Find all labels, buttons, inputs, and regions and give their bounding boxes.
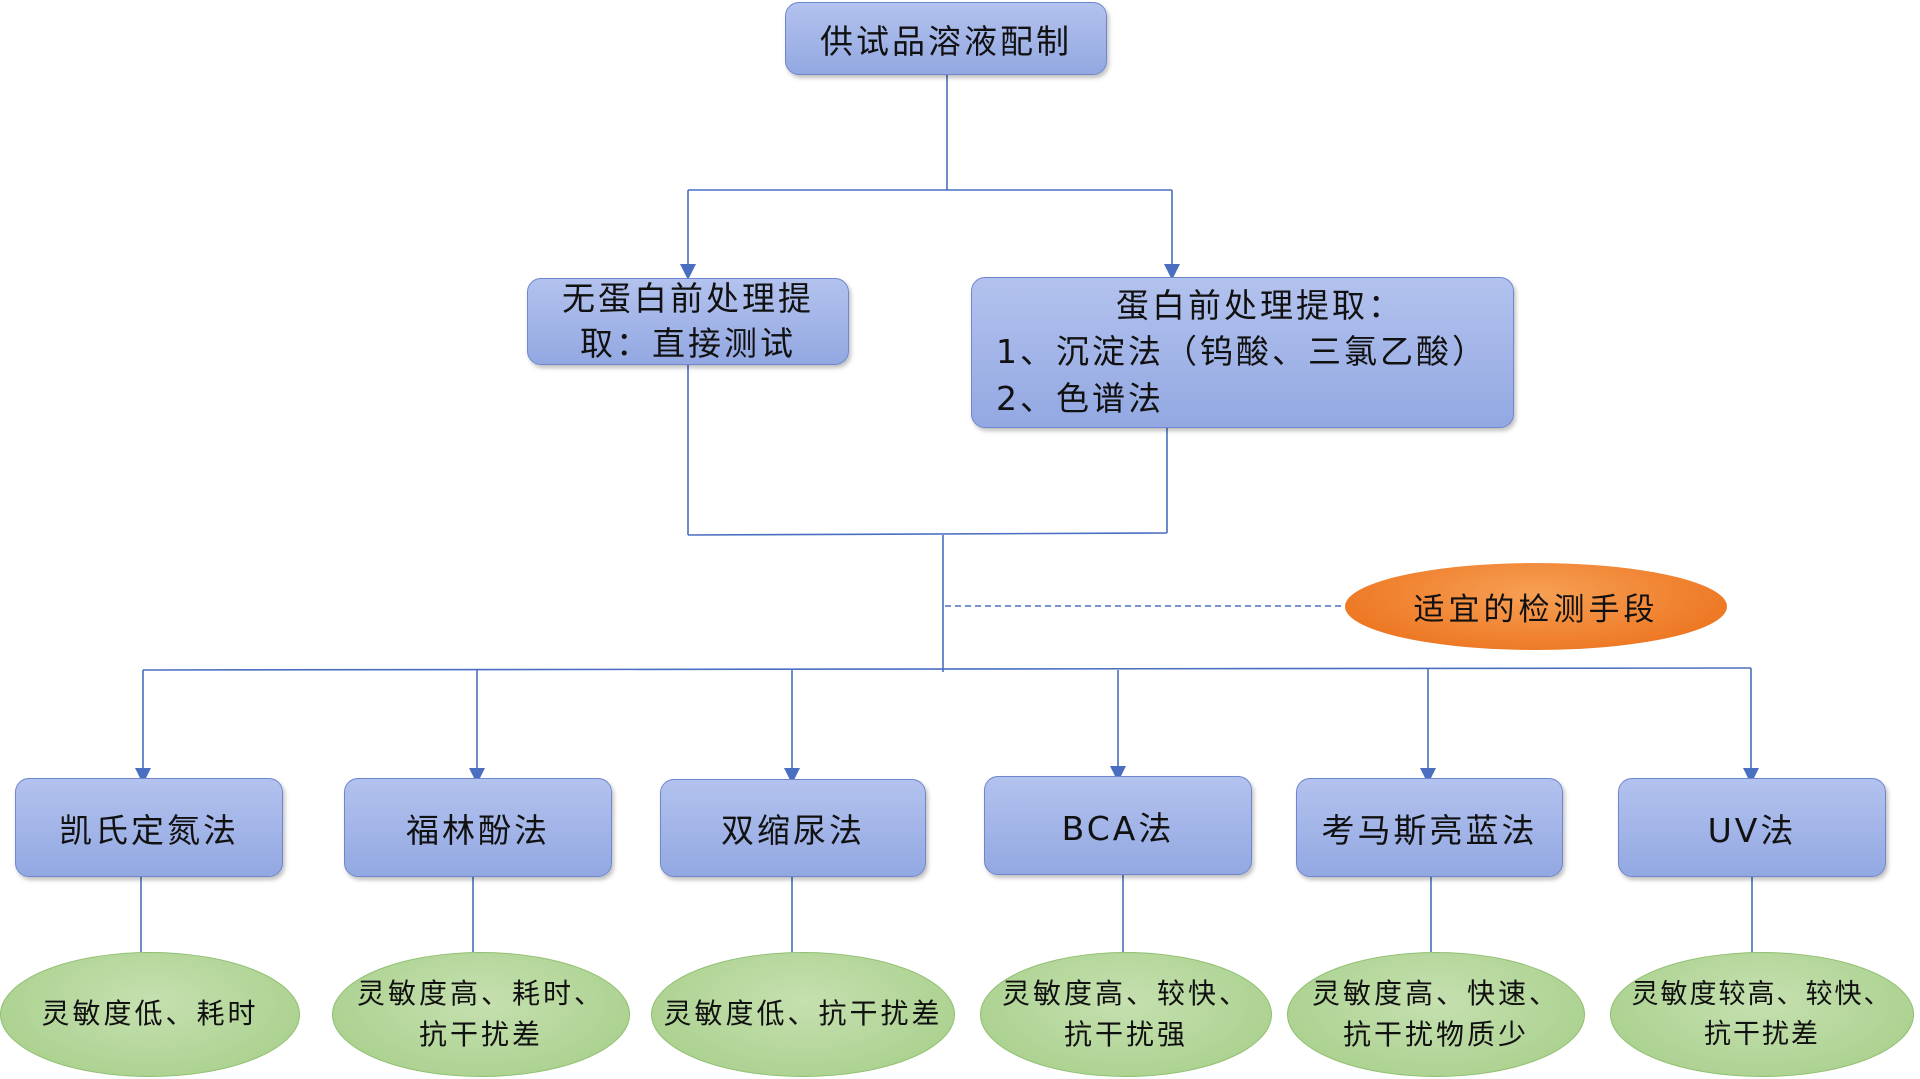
method-label-2: 福林酚法 [406, 810, 550, 850]
method-box-2: 福林酚法 [344, 778, 612, 877]
trait-ellipse-4: 灵敏度高、较快、 抗干扰强 [980, 952, 1272, 1077]
trait-text-6a: 灵敏度较高、较快、 [1631, 979, 1893, 1011]
connector-bus-horizontal [142, 667, 1752, 671]
method-box-5: 考马斯亮蓝法 [1296, 778, 1563, 877]
pretreat-protein-item2: 2、色谱法 [996, 378, 1164, 418]
connector-merge-horizontal [687, 532, 1168, 536]
trait-ellipse-6: 灵敏度较高、较快、 抗干扰差 [1610, 952, 1914, 1077]
method-box-3: 双缩尿法 [660, 779, 926, 877]
note-suitable-detection: 适宜的检测手段 [1345, 563, 1727, 650]
pretreat-none-line2: 取：直接测试 [580, 323, 796, 363]
pretreat-protein-title: 蛋白前处理提取： [1116, 286, 1404, 326]
trait-text-5b: 抗干扰物质少 [1342, 1017, 1529, 1051]
trait-text-6b: 抗干扰差 [1704, 1018, 1820, 1050]
node-pretreat-none: 无蛋白前处理提 取：直接测试 [527, 278, 849, 365]
method-label-5: 考马斯亮蓝法 [1321, 810, 1538, 850]
pretreat-protein-item1: 1、沉淀法（钨酸、三氯乙酸） [996, 332, 1488, 372]
root-node-label: 供试品溶液配制 [820, 21, 1072, 61]
trait-ellipse-3: 灵敏度低、抗干扰差 [651, 952, 955, 1077]
trait-text-4b: 抗干扰强 [1063, 1017, 1188, 1051]
node-pretreat-protein: 蛋白前处理提取： 1、沉淀法（钨酸、三氯乙酸） 2、色谱法 [971, 277, 1514, 428]
trait-ellipse-1: 灵敏度低、耗时 [0, 952, 300, 1077]
trait-text-5a: 灵敏度高、快速、 [1311, 976, 1560, 1010]
method-box-1: 凯氏定氮法 [15, 778, 283, 877]
pretreat-none-line1: 无蛋白前处理提 [562, 278, 814, 318]
trait-text-2a: 灵敏度高、耗时、 [356, 976, 605, 1010]
note-label: 适宜的检测手段 [1413, 592, 1659, 628]
method-label-3: 双缩尿法 [721, 811, 865, 850]
method-label-1: 凯氏定氮法 [59, 810, 239, 850]
trait-text-4a: 灵敏度高、较快、 [1001, 976, 1250, 1010]
trait-text-3a: 灵敏度低、抗干扰差 [663, 997, 943, 1031]
trait-text-2b: 抗干扰差 [418, 1017, 543, 1051]
method-label-6: UV法 [1707, 810, 1797, 850]
trait-ellipse-5: 灵敏度高、快速、 抗干扰物质少 [1287, 952, 1585, 1077]
method-label-4: BCA法 [1061, 808, 1175, 848]
method-box-6: UV法 [1618, 778, 1886, 877]
trait-ellipse-2: 灵敏度高、耗时、 抗干扰差 [332, 952, 630, 1077]
root-node-sample-prep: 供试品溶液配制 [785, 2, 1107, 75]
method-box-4: BCA法 [984, 776, 1252, 875]
trait-text-1a: 灵敏度低、耗时 [41, 997, 259, 1031]
